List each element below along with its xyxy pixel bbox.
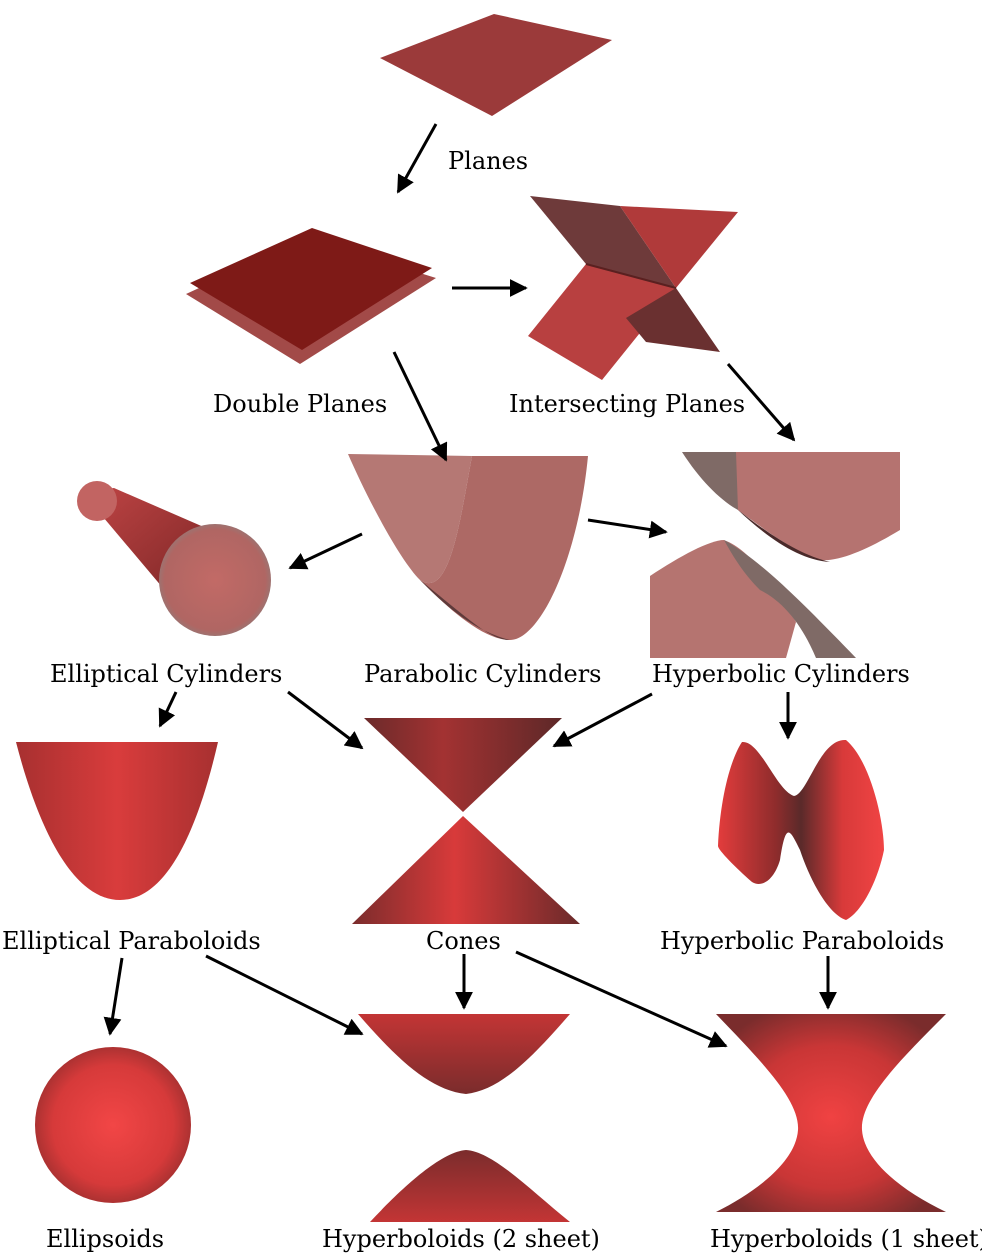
cone-surface-icon [352, 718, 580, 924]
label-hyperboloids-1-sheet: Hyperboloids (1 sheet) [710, 1225, 982, 1253]
label-hyperbolic-cylinders: Hyperbolic Cylinders [652, 660, 910, 688]
arrows [103, 123, 837, 1048]
elliptical-cylinder-surface-icon [77, 481, 271, 636]
parabolic-cylinder-surface-icon [348, 454, 588, 640]
arrow-parabolic-cylinders-to-hyperbolic-cylinders [587, 518, 668, 539]
label-hyperboloids-2-sheet: Hyperboloids (2 sheet) [322, 1225, 600, 1253]
ellipsoid-surface-icon [35, 1047, 191, 1203]
arrow-planes-to-double-planes [396, 123, 438, 194]
label-double-planes: Double Planes [213, 390, 387, 418]
label-cones: Cones [426, 927, 501, 955]
label-planes: Planes [448, 147, 528, 175]
label-ellipsoids: Ellipsoids [46, 1225, 164, 1253]
arrow-hyperbolic-cylinders-to-cones [552, 692, 653, 748]
label-hyperbolic-paraboloids: Hyperbolic Paraboloids [660, 927, 944, 955]
arrow-elliptical-cylinders-to-elliptical-paraboloids [158, 691, 178, 728]
label-intersecting-planes: Intersecting Planes [509, 390, 745, 418]
arrow-intersecting-planes-to-hyperbolic-cylinders [726, 363, 796, 442]
plane-surface-icon [380, 14, 612, 116]
label-parabolic-cylinders: Parabolic Cylinders [364, 660, 601, 688]
arrow-elliptical-paraboloids-to-hyperboloids-2 [205, 954, 364, 1036]
label-elliptical-paraboloids: Elliptical Paraboloids [2, 927, 261, 955]
double-plane-surface-icon [186, 228, 436, 364]
elliptical-paraboloid-surface-icon [16, 742, 218, 900]
one-sheet-hyperboloid-surface-icon [716, 1014, 946, 1212]
two-sheet-hyperboloid-surface-icon [358, 1014, 570, 1222]
intersecting-planes-surface-icon [528, 196, 738, 380]
arrow-double-planes-to-parabolic-cylinders [392, 351, 448, 462]
hyperbolic-cylinder-surface-icon [650, 452, 900, 658]
hyperbolic-paraboloid-surface-icon [718, 739, 884, 920]
arrow-cones-to-hyperboloids-1 [515, 950, 728, 1048]
arrow-elliptical-cylinders-to-cones [287, 690, 364, 750]
arrow-parabolic-cylinders-to-elliptical-cylinders [288, 532, 363, 570]
arrow-elliptical-paraboloids-to-ellipsoids [103, 957, 124, 1036]
label-elliptical-cylinders: Elliptical Cylinders [50, 660, 282, 688]
